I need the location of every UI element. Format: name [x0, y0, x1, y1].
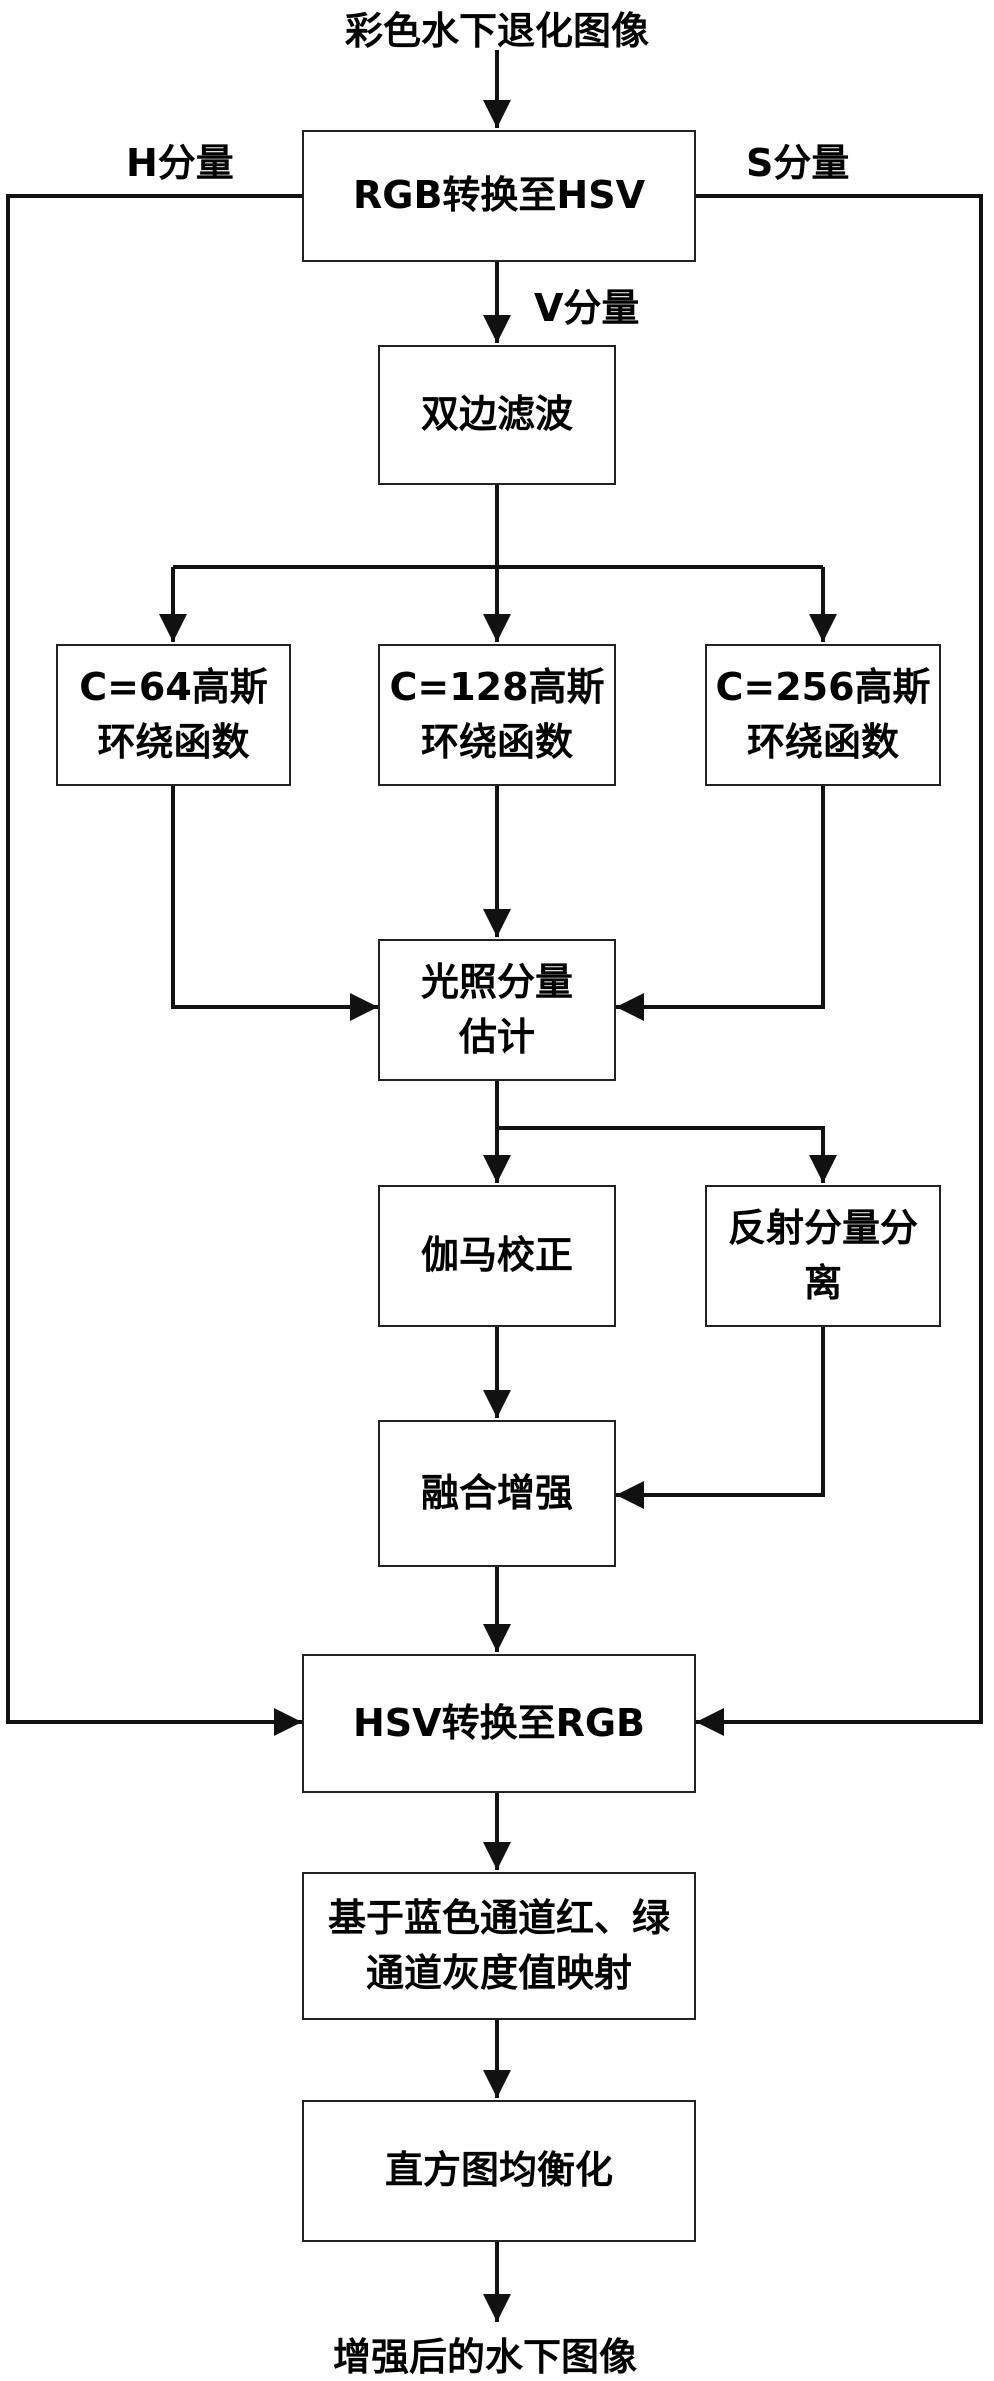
hsv-to-rgb-text: HSV转换至RGB	[353, 1700, 645, 1745]
arrow-illumination-to-reflection	[497, 1126, 837, 1183]
histogram-equalization-box: 直方图均衡化	[302, 2100, 696, 2242]
gauss-256-box: C=256高斯 环绕函数	[705, 644, 941, 786]
input-label: 彩色水下退化图像	[345, 9, 650, 53]
illumination-estimation-box: 光照分量 估计	[378, 939, 616, 1081]
output-label: 增强后的水下图像	[333, 2335, 638, 2379]
hsv-to-rgb-box: HSV转换至RGB	[302, 1654, 696, 1793]
arrow-reflection-to-fusion	[616, 1327, 825, 1509]
gauss-64-box: C=64高斯 环绕函数	[56, 644, 291, 786]
arrow-gauss64-to-illumination	[171, 786, 378, 1021]
histogram-equalization-text: 直方图均衡化	[384, 2148, 613, 2193]
gauss-128-box: C=128高斯 环绕函数	[378, 644, 616, 786]
arrow-s-component	[696, 194, 983, 1736]
gray-mapping-text: 基于蓝色通道红、绿 通道灰度值映射	[327, 1895, 670, 1995]
gray-mapping-box: 基于蓝色通道红、绿 通道灰度值映射	[302, 1872, 696, 2020]
gamma-correction-text: 伽马校正	[420, 1233, 573, 1278]
s-component-label: S分量	[746, 141, 850, 185]
rgb-to-hsv-text: RGB转换至HSV	[353, 173, 645, 218]
reflection-separation-box: 反射分量分 离	[705, 1185, 941, 1327]
gamma-correction-box: 伽马校正	[378, 1185, 616, 1327]
v-component-label: V分量	[534, 286, 640, 330]
fusion-enhancement-text: 融合增强	[420, 1470, 573, 1515]
h-component-label: H分量	[126, 141, 234, 185]
gauss-128-text: C=128高斯 环绕函数	[389, 664, 605, 764]
gauss-64-text: C=64高斯 环绕函数	[79, 664, 268, 764]
bilateral-filter-text: 双边滤波	[420, 392, 573, 437]
illumination-estimation-text: 光照分量 估计	[420, 959, 573, 1059]
reflection-separation-text: 反射分量分 离	[727, 1205, 918, 1305]
arrow-h-component	[6, 194, 302, 1736]
gauss-256-text: C=256高斯 环绕函数	[715, 664, 931, 764]
bilateral-filter-box: 双边滤波	[378, 345, 616, 485]
arrow-gauss256-to-illumination	[616, 786, 825, 1021]
rgb-to-hsv-box: RGB转换至HSV	[302, 130, 696, 262]
fusion-enhancement-box: 融合增强	[378, 1420, 616, 1567]
